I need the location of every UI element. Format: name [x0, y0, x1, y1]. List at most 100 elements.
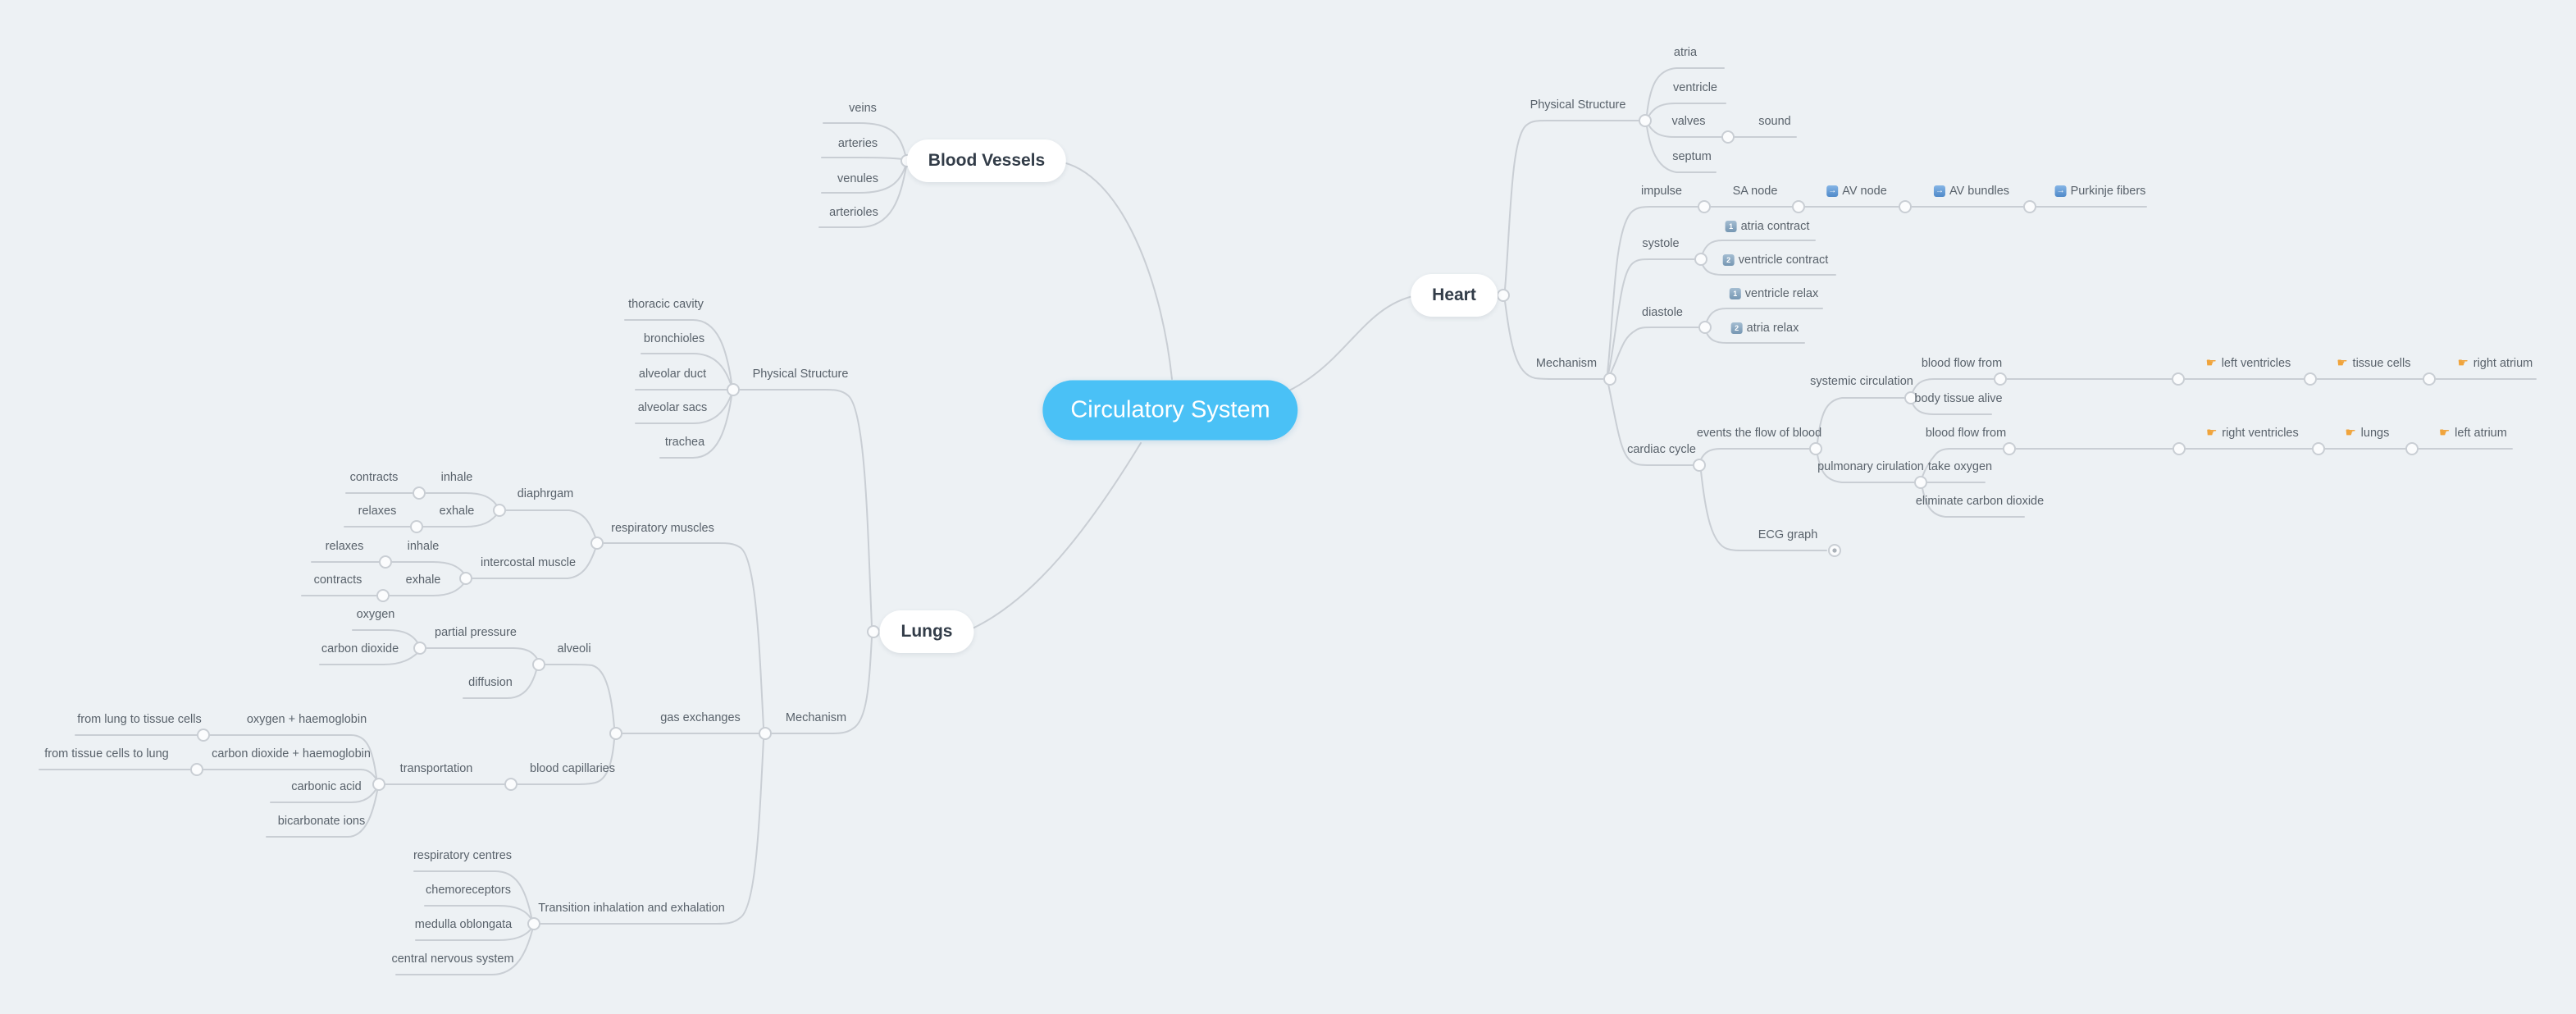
topic-thoracic-cavity[interactable]: thoracic cavity [628, 298, 704, 311]
topic-transportation[interactable]: transportation [400, 762, 473, 775]
junction-dot[interactable] [527, 917, 540, 930]
junction-dot[interactable] [2312, 442, 2325, 455]
junction-dot[interactable] [532, 658, 545, 671]
topic-atria[interactable]: atria [1674, 46, 1697, 59]
topic-arteries[interactable]: arteries [838, 137, 878, 150]
topic-systole[interactable]: systole [1642, 237, 1679, 250]
junction-dot[interactable] [1694, 253, 1707, 266]
junction-dot[interactable] [379, 555, 392, 569]
topic-sound[interactable]: sound [1758, 115, 1791, 128]
topic-right-ventricles[interactable]: ☛right ventricles [2205, 427, 2299, 440]
topic-events-flow[interactable]: events the flow of blood [1697, 427, 1821, 440]
topic-carbonic-acid[interactable]: carbonic acid [291, 780, 361, 793]
topic-respiratory-muscles[interactable]: respiratory muscles [611, 522, 714, 535]
junction-dot[interactable] [2304, 372, 2317, 386]
topic-ventricle[interactable]: ventricle [1673, 81, 1717, 94]
topic-diaphrgam[interactable]: diaphrgam [517, 487, 574, 500]
junction-dot[interactable] [493, 504, 506, 517]
topic-oxygen[interactable]: oxygen [357, 608, 395, 621]
junction-dot[interactable] [1792, 200, 1805, 213]
topic-cardiac-cycle[interactable]: cardiac cycle [1627, 443, 1696, 456]
junction-dot[interactable] [1994, 372, 2007, 386]
topic-contracts-intercostal[interactable]: contracts [314, 573, 362, 587]
topic-exhale-intercostal[interactable]: exhale [406, 573, 441, 587]
main-topic-blood-vessels[interactable]: Blood Vessels [906, 139, 1067, 182]
topic-venules[interactable]: venules [837, 172, 878, 185]
topic-sa-node[interactable]: SA node [1733, 185, 1778, 198]
junction-dot[interactable] [413, 642, 426, 655]
topic-physical-structure-heart[interactable]: Physical Structure [1530, 98, 1626, 112]
junction-dot[interactable] [609, 727, 622, 740]
topic-inhale-intercostal[interactable]: inhale [408, 540, 440, 553]
topic-alveolar-sacs[interactable]: alveolar sacs [638, 401, 708, 414]
topic-carbon-dioxide[interactable]: carbon dioxide [321, 642, 399, 655]
topic-mechanism-heart[interactable]: Mechanism [1536, 357, 1597, 370]
junction-dot[interactable] [1603, 372, 1616, 386]
root-topic-circulatory-system[interactable]: Circulatory System [1042, 380, 1298, 441]
topic-relaxes-diaphragm[interactable]: relaxes [358, 505, 397, 518]
topic-respiratory-centres[interactable]: respiratory centres [413, 849, 512, 862]
topic-valves[interactable]: valves [1671, 115, 1705, 128]
junction-dot[interactable] [2003, 442, 2016, 455]
junction-dot[interactable] [1698, 200, 1711, 213]
topic-pulmonary-cirulation[interactable]: pulmonary cirulation [1817, 460, 1924, 473]
junction-dot[interactable] [759, 727, 772, 740]
junction-dot[interactable] [376, 589, 390, 602]
junction-dot[interactable] [590, 537, 604, 550]
topic-transition[interactable]: Transition inhalation and exhalation [538, 902, 725, 915]
junction-dot[interactable] [2423, 372, 2436, 386]
topic-medulla-oblongata[interactable]: medulla oblongata [415, 918, 513, 931]
topic-from-tissue-cells-to-lung[interactable]: from tissue cells to lung [44, 747, 169, 760]
topic-veins[interactable]: veins [849, 102, 877, 115]
topic-chemoreceptors[interactable]: chemoreceptors [426, 884, 511, 897]
topic-take-oxygen[interactable]: take oxygen [1928, 460, 1992, 473]
topic-purkinje-fibers[interactable]: →Purkinje fibers [2054, 185, 2145, 198]
junction-dot[interactable] [410, 520, 423, 533]
main-topic-heart[interactable]: Heart [1411, 274, 1498, 317]
topic-arterioles[interactable]: arterioles [829, 206, 878, 219]
junction-dot[interactable] [1639, 114, 1652, 127]
junction-dot[interactable] [727, 383, 740, 396]
junction-dot[interactable] [504, 778, 517, 791]
junction-dot[interactable] [867, 625, 880, 638]
topic-ecg-graph[interactable]: ECG graph [1758, 528, 1818, 541]
junction-dot[interactable] [2023, 200, 2036, 213]
topic-septum[interactable]: septum [1672, 150, 1712, 163]
topic-impulse[interactable]: impulse [1641, 185, 1682, 198]
junction-dot[interactable] [1693, 459, 1706, 472]
topic-av-node[interactable]: →AV node [1826, 185, 1887, 198]
junction-dot[interactable] [1497, 289, 1510, 302]
junction-dot[interactable] [2173, 442, 2186, 455]
junction-dot[interactable] [1904, 391, 1917, 404]
topic-blood-capillaries[interactable]: blood capillaries [530, 762, 615, 775]
topic-bff-systemic[interactable]: blood flow from [1922, 357, 2002, 370]
topic-av-bundles[interactable]: →AV bundles [1933, 185, 2009, 198]
topic-lungs-step[interactable]: ☛lungs [2345, 427, 2389, 440]
junction-dot[interactable] [190, 763, 203, 776]
topic-contracts-diaphragm[interactable]: contracts [350, 471, 399, 484]
main-topic-lungs[interactable]: Lungs [879, 610, 974, 653]
topic-eliminate-carbon-dioxide[interactable]: eliminate carbon dioxide [1916, 495, 2044, 508]
topic-right-atrium[interactable]: ☛right atrium [2457, 357, 2533, 370]
topic-trachea[interactable]: trachea [665, 436, 704, 449]
topic-carbon-dioxide-haemoglobin[interactable]: carbon dioxide + haemoglobin [212, 747, 371, 760]
topic-left-atrium[interactable]: ☛left atrium [2438, 427, 2507, 440]
topic-gas-exchanges[interactable]: gas exchanges [660, 711, 741, 724]
topic-mechanism-lungs[interactable]: Mechanism [786, 711, 846, 724]
topic-tissue-cells[interactable]: ☛tissue cells [2337, 357, 2410, 370]
topic-alveolar-duct[interactable]: alveolar duct [639, 368, 706, 381]
collapsed-node-indicator[interactable] [1828, 544, 1841, 557]
junction-dot[interactable] [1899, 200, 1912, 213]
topic-bff-pulmonary[interactable]: blood flow from [1926, 427, 2006, 440]
topic-intercostal-muscle[interactable]: intercostal muscle [481, 556, 576, 569]
topic-central-nervous-system[interactable]: central nervous system [391, 952, 513, 966]
junction-dot[interactable] [197, 729, 210, 742]
topic-diastole[interactable]: diastole [1642, 306, 1683, 319]
topic-physical-structure-lungs[interactable]: Physical Structure [753, 368, 849, 381]
junction-dot[interactable] [413, 486, 426, 500]
junction-dot[interactable] [1721, 130, 1735, 144]
topic-bronchioles[interactable]: bronchioles [644, 332, 704, 345]
